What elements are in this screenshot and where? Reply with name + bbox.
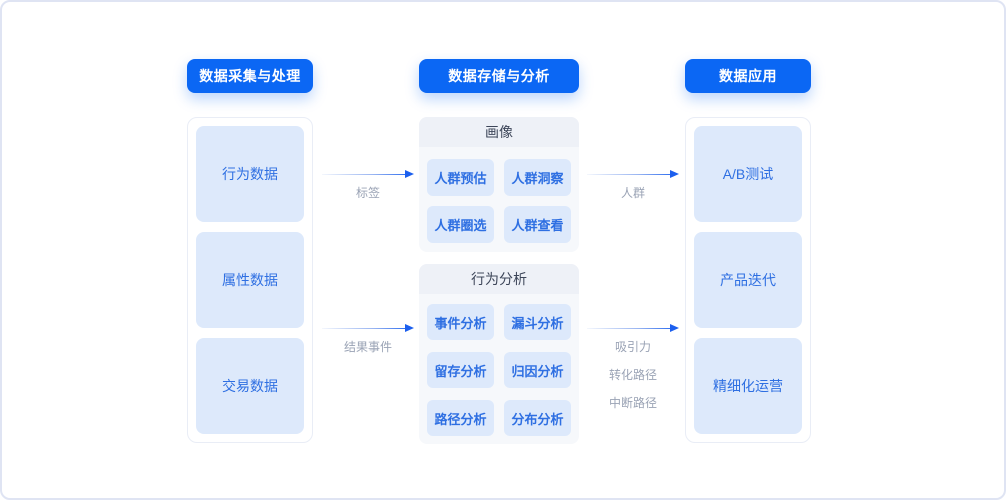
arrow-label: 标签	[355, 186, 380, 200]
chip-crowd-select[interactable]: 人群圈选	[427, 206, 494, 243]
box-product-iteration[interactable]: 产品迭代	[694, 232, 802, 328]
arrow-label: 中断路径	[608, 396, 657, 410]
box-transaction-data[interactable]: 交易数据	[196, 338, 304, 434]
header-data-storage-analysis[interactable]: 数据存储与分析	[419, 59, 579, 93]
chip-distribution-analysis[interactable]: 分布分析	[504, 400, 571, 436]
section-behavior-analysis: 行为分析 事件分析 漏斗分析 留存分析 归因分析 路径分析 分布分析	[419, 264, 579, 444]
chip-crowd-estimate[interactable]: 人群预估	[427, 159, 494, 196]
header-data-application[interactable]: 数据应用	[685, 59, 811, 93]
box-ab-test[interactable]: A/B测试	[694, 126, 802, 222]
box-attribute-data[interactable]: 属性数据	[196, 232, 304, 328]
section-portrait: 画像 人群预估 人群洞察 人群圈选 人群查看	[419, 117, 579, 252]
arrow-right-icon	[322, 324, 414, 333]
section-portrait-grid: 人群预估 人群洞察 人群圈选 人群查看	[419, 147, 579, 252]
chip-retention-analysis[interactable]: 留存分析	[427, 352, 494, 388]
arrow-right-icon	[587, 324, 679, 333]
box-refined-operation[interactable]: 精细化运营	[694, 338, 802, 434]
chip-path-analysis[interactable]: 路径分析	[427, 400, 494, 436]
column-data-collection: 行为数据 属性数据 交易数据	[187, 117, 313, 443]
column-data-application: A/B测试 产品迭代 精细化运营	[685, 117, 811, 443]
chip-crowd-view[interactable]: 人群查看	[504, 206, 571, 243]
arrow-label: 结果事件	[343, 340, 392, 354]
chip-event-analysis[interactable]: 事件分析	[427, 304, 494, 340]
arrow-tags: 标签	[322, 170, 414, 204]
arrow-crowd: 人群	[587, 170, 679, 204]
arrow-label: 吸引力	[614, 340, 651, 354]
header-data-collection[interactable]: 数据采集与处理	[187, 59, 313, 93]
chip-funnel-analysis[interactable]: 漏斗分析	[504, 304, 571, 340]
section-portrait-title: 画像	[419, 117, 579, 147]
arrow-result-events: 结果事件	[322, 324, 414, 358]
chip-attribution-analysis[interactable]: 归因分析	[504, 352, 571, 388]
section-behavior-grid: 事件分析 漏斗分析 留存分析 归因分析 路径分析 分布分析	[419, 294, 579, 444]
arrow-paths: 吸引力 转化路径 中断路径	[587, 324, 679, 414]
arrow-label: 转化路径	[608, 368, 657, 382]
section-behavior-title: 行为分析	[419, 264, 579, 294]
arrow-right-icon	[322, 170, 414, 179]
chip-crowd-insight[interactable]: 人群洞察	[504, 159, 571, 196]
arrow-right-icon	[587, 170, 679, 179]
box-behavior-data[interactable]: 行为数据	[196, 126, 304, 222]
arrow-label: 人群	[620, 186, 645, 200]
